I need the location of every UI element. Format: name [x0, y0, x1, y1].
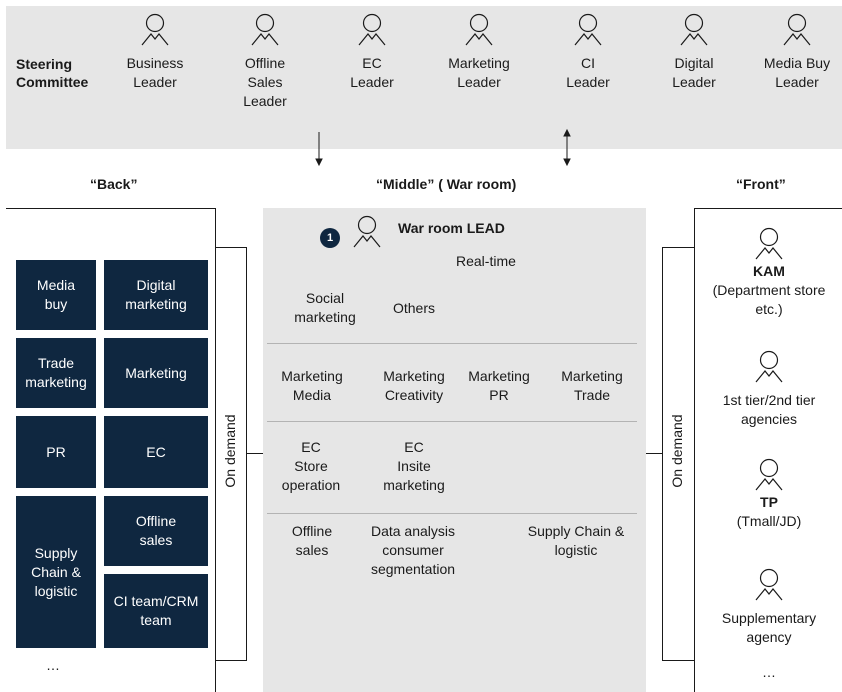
back-panel — [6, 208, 216, 692]
front-item-kam: KAM (Department store etc.) — [696, 226, 842, 319]
front-item-sub: Supplementary agency — [721, 610, 817, 645]
cell-others: Others — [392, 300, 435, 316]
leader-ci: CI Leader — [543, 12, 633, 92]
person-icon — [574, 13, 602, 46]
on-demand-bracket-left — [216, 247, 247, 661]
leader-label: Marketing Leader — [448, 55, 510, 90]
war-room-panel — [263, 208, 646, 692]
leader-label: Business Leader — [126, 55, 184, 90]
leader-label: EC Leader — [350, 55, 394, 90]
tile-offline-sales: Offline sales — [104, 496, 208, 566]
front-item-sub: (Tmall/JD) — [736, 513, 802, 529]
person-icon — [755, 458, 783, 491]
cell-data-analysis: Data analysis consumer segmentation — [370, 523, 456, 577]
cell-social-marketing: Social marketing — [294, 290, 356, 325]
back-ellipsis: … — [46, 657, 60, 673]
leader-ec: EC Leader — [327, 12, 417, 92]
leader-label: Media Buy Leader — [763, 55, 831, 90]
front-item-title: TP — [760, 494, 778, 510]
person-icon — [783, 13, 811, 46]
front-item-supplementary: Supplementary agency — [696, 567, 842, 647]
person-icon — [680, 13, 708, 46]
person-icon — [251, 13, 279, 46]
cell-marketing-trade: Marketing Trade — [561, 368, 623, 403]
cell-supply-chain: Supply Chain & logistic — [527, 523, 625, 558]
cell-ec-insite-marketing: EC Insite marketing — [383, 439, 445, 493]
tile-media-buy: Media buy — [16, 260, 96, 330]
tile-digital-marketing: Digital marketing — [104, 260, 208, 330]
heading-front: “Front” — [736, 176, 786, 192]
cell-offline-sales: Offline sales — [291, 523, 333, 558]
cell-marketing-media: Marketing Media — [281, 368, 343, 403]
front-item-title: KAM — [753, 263, 785, 279]
tile-pr: PR — [16, 416, 96, 488]
front-item-sub: (Department store etc.) — [712, 282, 826, 317]
steering-committee-band — [6, 6, 842, 149]
leader-media-buy: Media Buy Leader — [752, 12, 842, 92]
bi-arrow-head-down — [563, 158, 571, 167]
person-icon — [465, 13, 493, 46]
war-room-lead: War room LEAD — [398, 220, 505, 236]
person-icon — [755, 227, 783, 260]
person-icon — [353, 215, 381, 248]
cell-ec-store-operation: EC Store operation — [281, 439, 341, 493]
tile-marketing: Marketing — [104, 338, 208, 408]
divider — [267, 343, 637, 344]
heading-middle: “Middle” ( War room) — [376, 176, 517, 192]
person-icon — [141, 13, 169, 46]
person-icon — [358, 13, 386, 46]
on-demand-label-right: On demand — [669, 414, 685, 488]
steering-committee-label: Steering Committee — [16, 56, 89, 90]
tile-supply-chain: Supply Chain & logistic — [16, 496, 96, 648]
down-arrow-head — [315, 158, 323, 167]
step-badge: 1 — [320, 228, 340, 248]
tile-trade-marketing: Trade marketing — [16, 338, 96, 408]
tile-ci-crm-team: CI team/CRM team — [104, 574, 208, 648]
leader-label: Digital Leader — [672, 55, 716, 90]
tile-ec: EC — [104, 416, 208, 488]
leader-label: Offline Sales Leader — [243, 55, 287, 109]
leader-business: Business Leader — [110, 12, 200, 92]
heading-back: “Back” — [90, 176, 138, 192]
on-demand-label-left: On demand — [222, 414, 238, 488]
divider — [267, 421, 637, 422]
leader-marketing: Marketing Leader — [434, 12, 524, 92]
person-icon — [755, 568, 783, 601]
front-panel — [694, 208, 842, 692]
bracket-connector-right — [646, 453, 663, 454]
front-item-tp: TP (Tmall/JD) — [696, 457, 842, 531]
person-icon — [755, 350, 783, 383]
front-item-sub: 1st tier/2nd tier agencies — [722, 392, 816, 427]
leader-offline-sales: Offline Sales Leader — [220, 12, 310, 111]
cell-marketing-pr: Marketing PR — [468, 368, 530, 403]
front-item-agencies: 1st tier/2nd tier agencies — [696, 349, 842, 429]
leader-digital: Digital Leader — [649, 12, 739, 92]
front-ellipsis: … — [762, 664, 776, 680]
bi-arrow-head-up — [563, 128, 571, 137]
leader-label: CI Leader — [566, 55, 610, 90]
bracket-connector-left — [246, 453, 263, 454]
on-demand-bracket-right — [662, 247, 694, 661]
cell-marketing-creativity: Marketing Creativity — [383, 368, 445, 403]
divider — [267, 513, 637, 514]
realtime-label: Real-time — [456, 253, 516, 269]
